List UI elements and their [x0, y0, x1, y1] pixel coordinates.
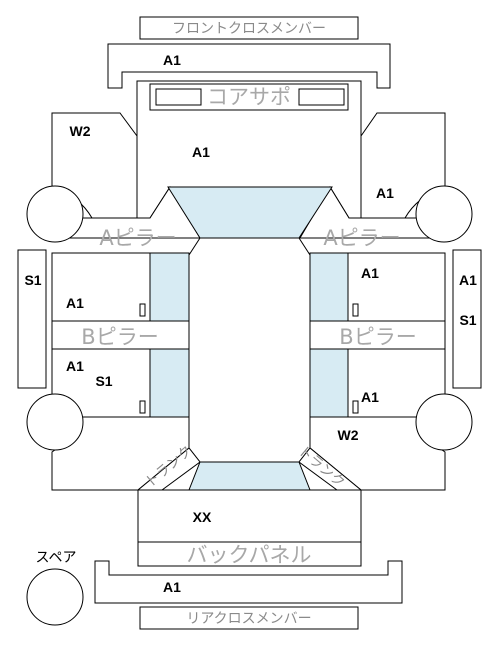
b-pillar-right: [309, 320, 446, 350]
grade-front-left-fender: W2: [70, 123, 91, 139]
wheel-front-left: [26, 185, 84, 243]
grade-left-sill: S1: [24, 272, 41, 288]
door-handle-fl: [139, 303, 146, 317]
wheel-front-right: [415, 185, 473, 243]
door-handle-rr: [352, 400, 359, 414]
grade-right-sill-top: A1: [459, 272, 477, 288]
rear-window: [188, 461, 311, 491]
grade-hood: A1: [192, 144, 210, 160]
rear-left-window: [149, 348, 190, 418]
svg-text:リアクロスメンバー: リアクロスメンバー: [186, 611, 311, 627]
door-handle-fr: [352, 303, 359, 317]
svg-text:スペア: スペア: [35, 550, 76, 566]
rear-cross-member: [94, 560, 403, 604]
svg-text:Aピラー: Aピラー: [323, 226, 400, 250]
b-pillar-left: [51, 320, 190, 350]
front-cross-member: [107, 43, 391, 89]
rear-right-window: [309, 348, 349, 418]
roof: [188, 237, 311, 463]
front-right-window: [309, 252, 349, 322]
grade-rear-cross: A1: [163, 579, 181, 595]
grade-trunk-lid: XX: [193, 509, 212, 525]
grade-front-right-fender: A1: [376, 185, 394, 201]
door-handle-rl: [139, 400, 146, 414]
grade-front-cross: A1: [163, 52, 181, 68]
grade-rear-right-door: A1: [361, 389, 379, 405]
svg-text:Aピラー: Aピラー: [99, 226, 176, 250]
right-sill: [452, 249, 482, 389]
svg-text:フロントクロスメンバー: フロントクロスメンバー: [172, 21, 326, 37]
svg-text:Bピラー: Bピラー: [339, 325, 416, 349]
grade-rear-right-fender: W2: [338, 427, 359, 443]
trunk-lid: [137, 489, 362, 543]
rear-cross-member-label: リアクロスメンバー: [139, 606, 359, 630]
wheel-rear-left: [26, 393, 84, 451]
wheel-rear-right: [415, 393, 473, 451]
front-left-window: [149, 252, 190, 322]
core-support: コアサポ: [149, 83, 349, 111]
back-panel: バックパネル: [137, 541, 362, 567]
grade-front-left-door: A1: [66, 295, 84, 311]
grade-right-sill-bottom: S1: [459, 312, 476, 328]
grade-rear-left-door-sub: S1: [95, 373, 112, 389]
grade-front-right-door: A1: [361, 265, 379, 281]
grade-rear-left-door: A1: [66, 358, 84, 374]
svg-text:バックパネル: バックパネル: [187, 543, 312, 567]
front-cross-member-label: フロントクロスメンバー: [139, 16, 359, 40]
left-sill: [17, 249, 47, 389]
svg-text:Bピラー: Bピラー: [81, 325, 158, 349]
svg-text:コアサポ: コアサポ: [207, 85, 291, 109]
spare-tire: スペア: [26, 550, 84, 626]
